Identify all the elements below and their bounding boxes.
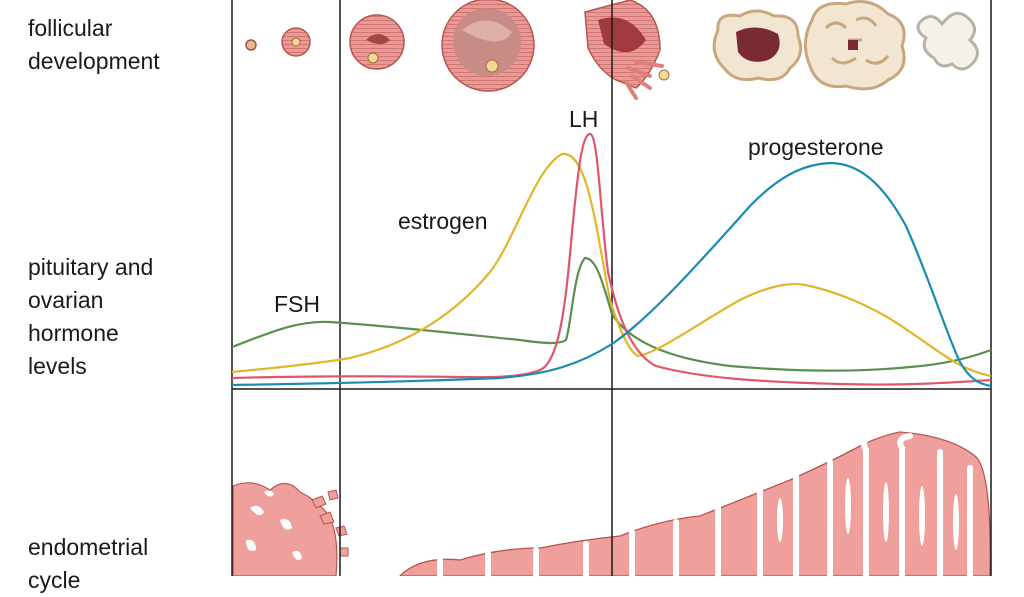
progesterone-label: progesterone [748, 134, 884, 160]
curve-labels: FSH estrogen LH progesterone [274, 106, 884, 317]
row-label-hormone-levels: pituitary and ovarian hormone levels [28, 254, 154, 379]
estrogen-curve [231, 152, 992, 378]
corpus-luteum-early [712, 9, 803, 82]
secondary-follicle [349, 14, 405, 70]
menstrual-cycle-diagram: FSH estrogen LH progesterone [231, 0, 992, 576]
lh-label: LH [569, 106, 598, 132]
fsh-curve [231, 256, 992, 372]
endometrial-tissue [232, 431, 991, 576]
corpus-luteum-mature [804, 0, 906, 91]
follicle-stages [245, 0, 979, 100]
primary-follicle [281, 27, 311, 57]
row-label-follicular-development: follicular development [28, 15, 160, 74]
fsh-label: FSH [274, 291, 320, 317]
ovulating-follicle [584, 0, 670, 100]
lh-curve [231, 132, 992, 386]
corpus-albicans [916, 11, 979, 71]
hormone-curves [231, 132, 992, 388]
estrogen-label: estrogen [398, 208, 488, 234]
progesterone-curve [231, 161, 992, 388]
primordial-follicle [245, 39, 257, 51]
antral-follicle [441, 0, 535, 92]
